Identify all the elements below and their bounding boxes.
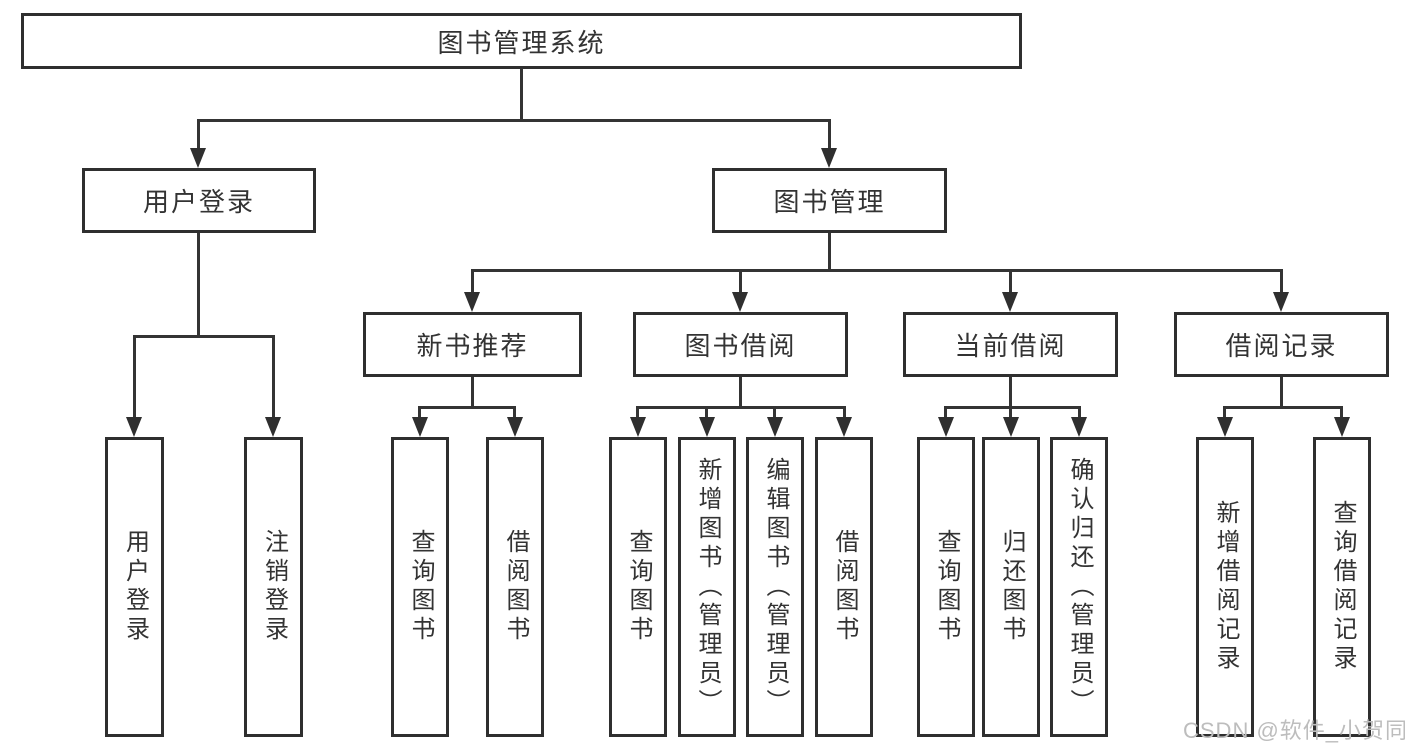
connector-line — [197, 119, 831, 122]
connector-line — [513, 406, 516, 419]
leaf-label: 用户登录 — [121, 529, 149, 645]
arrow-down-icon — [821, 148, 837, 168]
leaf-query-borrow-record: 查询借阅记录 — [1313, 437, 1371, 737]
connector-line — [944, 406, 1081, 409]
connector-line — [773, 406, 776, 419]
connector-line — [705, 406, 708, 419]
leaf-label: 注销登录 — [260, 529, 288, 645]
leaf-label: 确认归还（管理员） — [1066, 456, 1093, 718]
leaf-label: 归还图书 — [998, 529, 1025, 645]
arrow-down-icon — [1334, 417, 1350, 437]
leaf-label: 借阅图书 — [831, 529, 858, 645]
node-book-borrowing: 图书借阅 — [633, 312, 848, 377]
connector-line — [1280, 269, 1283, 294]
connector-line — [1223, 406, 1343, 409]
connector-line — [133, 335, 136, 418]
arrow-down-icon — [1002, 292, 1018, 312]
leaf-label: 新增借阅记录 — [1212, 500, 1239, 674]
connector-line — [828, 119, 831, 149]
node-label: 新书推荐 — [416, 331, 529, 361]
connector-line — [1078, 406, 1081, 419]
node-label: 图书管理系统 — [437, 27, 606, 58]
node-label: 借阅记录 — [1225, 331, 1338, 361]
connector-line — [1009, 406, 1012, 419]
leaf-label: 查询图书 — [625, 529, 652, 645]
connector-line — [471, 377, 474, 409]
arrow-down-icon — [412, 417, 428, 437]
connector-line — [471, 269, 1283, 272]
connector-line — [418, 406, 516, 409]
leaf-edit-books-admin: 编辑图书（管理员） — [746, 437, 804, 737]
leaf-label: 查询图书 — [933, 529, 960, 645]
arrow-down-icon — [1217, 417, 1233, 437]
arrow-down-icon — [1273, 292, 1289, 312]
connector-line — [471, 269, 474, 294]
arrow-down-icon — [507, 417, 523, 437]
arrow-down-icon — [464, 292, 480, 312]
arrow-down-icon — [938, 417, 954, 437]
node-label: 用户登录 — [142, 187, 255, 217]
leaf-label: 查询借阅记录 — [1329, 500, 1356, 674]
node-label: 当前借阅 — [954, 331, 1067, 361]
node-user-login: 用户登录 — [82, 168, 316, 233]
arrow-down-icon — [265, 417, 281, 437]
connector-line — [197, 119, 200, 149]
connector-line — [1223, 406, 1226, 419]
leaf-query-books: 查询图书 — [917, 437, 975, 737]
arrow-down-icon — [699, 417, 715, 437]
leaf-confirm-return-admin: 确认归还（管理员） — [1050, 437, 1108, 737]
leaf-query-books: 查询图书 — [391, 437, 449, 737]
node-borrowing-records: 借阅记录 — [1174, 312, 1389, 377]
node-book-management: 图书管理 — [712, 168, 947, 233]
arrow-down-icon — [1003, 417, 1019, 437]
leaf-logout: 注销登录 — [244, 437, 303, 737]
node-current-borrowing: 当前借阅 — [903, 312, 1118, 377]
connector-line — [739, 377, 742, 409]
connector-line — [272, 335, 275, 418]
leaf-query-books: 查询图书 — [609, 437, 667, 737]
connector-line — [133, 335, 275, 338]
connector-line — [520, 68, 523, 121]
leaf-label: 新增图书（管理员） — [694, 456, 721, 718]
leaf-label: 查询图书 — [407, 529, 434, 645]
connector-line — [843, 406, 846, 419]
node-new-book-recommendation: 新书推荐 — [363, 312, 582, 377]
arrow-down-icon — [836, 417, 852, 437]
csdn-watermark: CSDN @软件_小贺同学 — [1183, 718, 1405, 743]
arrow-down-icon — [630, 417, 646, 437]
connector-line — [944, 406, 947, 419]
connector-line — [1280, 377, 1283, 409]
leaf-user-login: 用户登录 — [105, 437, 164, 737]
connector-line — [1009, 269, 1012, 294]
arrow-down-icon — [732, 292, 748, 312]
arrow-down-icon — [767, 417, 783, 437]
leaf-label: 借阅图书 — [502, 529, 529, 645]
arrow-down-icon — [126, 417, 142, 437]
leaf-return-books: 归还图书 — [982, 437, 1040, 737]
arrow-down-icon — [1071, 417, 1087, 437]
leaf-add-books-admin: 新增图书（管理员） — [678, 437, 736, 737]
leaf-add-borrow-record: 新增借阅记录 — [1196, 437, 1254, 737]
connector-line — [418, 406, 421, 419]
leaf-borrow-books: 借阅图书 — [815, 437, 873, 737]
node-label: 图书管理 — [773, 187, 886, 217]
leaf-borrow-books: 借阅图书 — [486, 437, 544, 737]
connector-line — [197, 233, 200, 337]
leaf-label: 编辑图书（管理员） — [762, 456, 789, 718]
node-library-system-root: 图书管理系统 — [21, 13, 1022, 69]
connector-line — [636, 406, 639, 419]
connector-line — [1009, 377, 1012, 409]
node-label: 图书借阅 — [684, 331, 797, 361]
connector-line — [1340, 406, 1343, 419]
connector-line — [739, 269, 742, 294]
connector-line — [828, 233, 831, 272]
arrow-down-icon — [190, 148, 206, 168]
connector-line — [636, 406, 846, 409]
